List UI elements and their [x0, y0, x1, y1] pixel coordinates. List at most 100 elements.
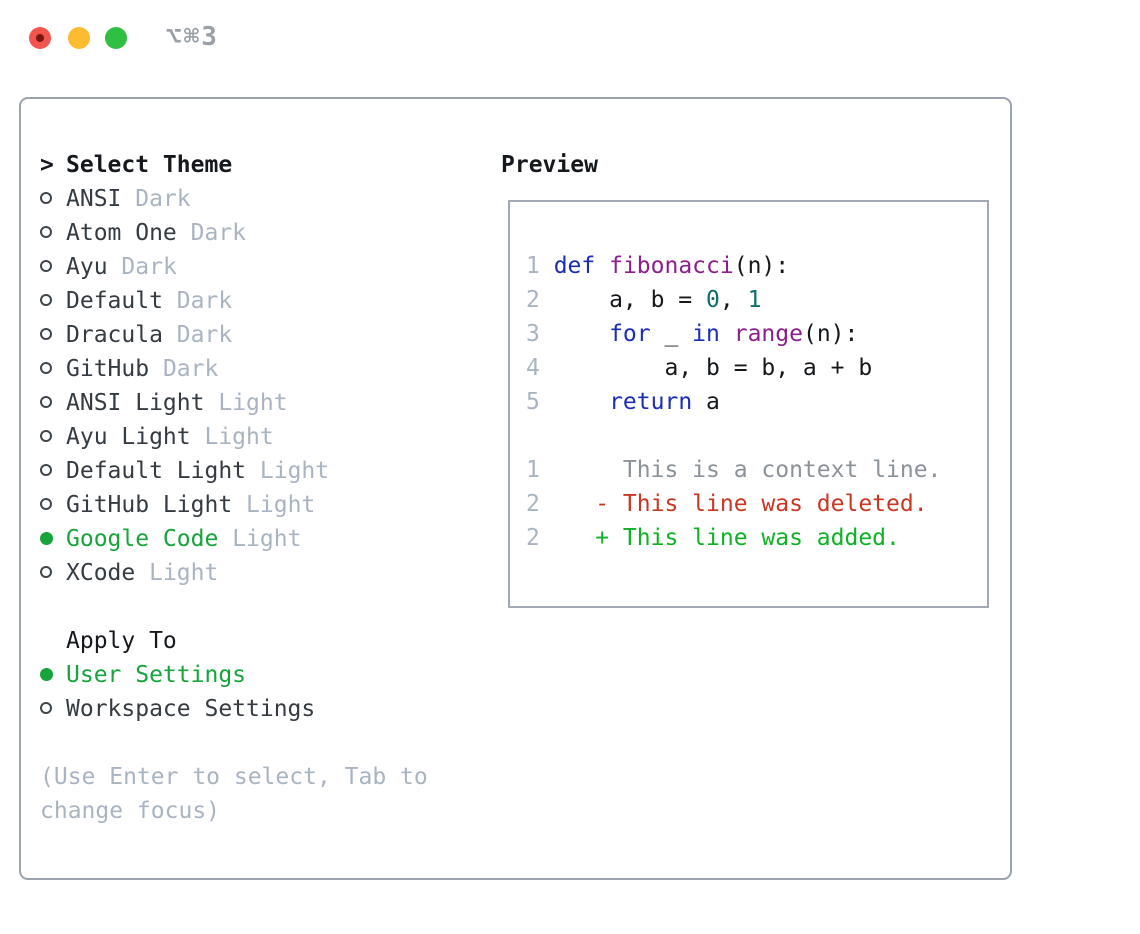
- select-theme-title: Select Theme: [66, 152, 233, 178]
- apply-option-user-settings[interactable]: User Settings: [40, 658, 460, 692]
- zoom-button[interactable]: [105, 27, 127, 49]
- theme-option-default-light-light[interactable]: Default Light Light: [40, 454, 460, 488]
- diff-text: This is a context line.: [553, 457, 942, 483]
- spacer: [149, 352, 163, 386]
- theme-name-label: Atom One: [66, 220, 177, 246]
- spacer: [108, 250, 122, 284]
- preview-code-line: 5 return a: [510, 385, 987, 419]
- radio-icon: [40, 498, 52, 510]
- theme-option-default-dark[interactable]: Default Dark: [40, 284, 460, 318]
- theme-option-ayu-dark[interactable]: Ayu Dark: [40, 250, 460, 284]
- code-token: in: [692, 321, 720, 347]
- theme-option-dracula-dark[interactable]: Dracula Dark: [40, 318, 460, 352]
- theme-name-label: Default Light: [66, 458, 247, 484]
- radio-icon: [40, 328, 52, 340]
- theme-name-label: GitHub Light: [66, 492, 233, 518]
- radio-icon: [40, 702, 52, 714]
- theme-option-xcode-light[interactable]: XCode Light: [40, 556, 460, 590]
- theme-variant-label: Dark: [176, 322, 233, 348]
- preview-code-line: 2 a, b = 0, 1: [510, 283, 987, 317]
- theme-option-ansi-dark[interactable]: ANSI Dark: [40, 182, 460, 216]
- code-token: [554, 321, 609, 347]
- radio-selected-icon: [40, 522, 66, 556]
- code-token: (n):: [802, 321, 859, 347]
- code-token: [554, 389, 609, 415]
- theme-variant-label: Dark: [135, 186, 191, 212]
- theme-option-atom-one-dark[interactable]: Atom One Dark: [40, 216, 460, 250]
- spacer: [121, 182, 135, 216]
- spacer: [163, 318, 177, 352]
- theme-variant-label: Light: [232, 526, 302, 552]
- theme-option-github-light-light[interactable]: GitHub Light Light: [40, 488, 460, 522]
- radio-icon: [40, 226, 52, 238]
- preview-diff-line-add: 2 + This line was added.: [510, 521, 987, 555]
- spacer: [232, 488, 246, 522]
- code-token: for: [609, 321, 651, 347]
- diff-text: + This line was added.: [553, 525, 900, 551]
- line-number: 2: [526, 525, 540, 551]
- radio-icon: [40, 430, 52, 442]
- theme-variant-label: Light: [204, 424, 274, 450]
- theme-name-label: Google Code: [66, 526, 219, 552]
- theme-variant-label: Light: [149, 560, 219, 586]
- preview-diff-line-del: 2 - This line was deleted.: [510, 487, 987, 521]
- spacer: [204, 386, 218, 420]
- close-modified-dot-icon: [36, 34, 44, 42]
- minimize-button[interactable]: [68, 27, 90, 49]
- code-token: fibonacci: [609, 253, 734, 279]
- line-number: 4: [526, 355, 540, 381]
- close-button[interactable]: [29, 27, 51, 49]
- code-token: 0: [706, 287, 720, 313]
- theme-name-label: Dracula: [66, 322, 163, 348]
- code-token: a: [692, 389, 720, 415]
- code-token: (n):: [733, 253, 790, 279]
- line-number: 2: [526, 287, 540, 313]
- code-token: a, b = b, a + b: [553, 355, 873, 381]
- spacer: [135, 556, 149, 590]
- code-token: _: [650, 321, 693, 347]
- radio-selected-icon: [40, 667, 53, 681]
- radio-icon: [40, 420, 66, 454]
- radio-icon: [40, 284, 66, 318]
- code-token: return: [609, 389, 693, 415]
- preview-blank-line: [510, 419, 987, 453]
- spacer: [191, 420, 205, 454]
- titlebar: ⌥⌘3: [0, 0, 1140, 76]
- theme-variant-label: Dark: [176, 288, 233, 314]
- theme-name-label: Ayu: [66, 254, 108, 280]
- spacer: [40, 590, 460, 624]
- theme-name-label: ANSI Light: [66, 390, 205, 416]
- radio-icon: [40, 260, 52, 272]
- diff-text: - This line was deleted.: [553, 491, 928, 517]
- radio-selected-icon: [40, 531, 53, 545]
- radio-icon: [40, 692, 66, 726]
- code-token: [595, 253, 609, 279]
- line-number: 1: [526, 253, 540, 279]
- theme-option-ansi-light-light[interactable]: ANSI Light Light: [40, 386, 460, 420]
- theme-name-label: ANSI: [66, 186, 122, 212]
- theme-option-ayu-light-light[interactable]: Ayu Light Light: [40, 420, 460, 454]
- preview-code-line: 4 a, b = b, a + b: [510, 351, 987, 385]
- spacer: [177, 216, 191, 250]
- spacer: [40, 726, 460, 760]
- radio-icon: [40, 294, 52, 306]
- apply-option-workspace-settings[interactable]: Workspace Settings: [40, 692, 460, 726]
- code-token: range: [733, 321, 803, 347]
- theme-option-google-code-light[interactable]: Google Code Light: [40, 522, 460, 556]
- line-number: 2: [526, 491, 540, 517]
- radio-icon: [40, 250, 66, 284]
- radio-icon: [40, 454, 66, 488]
- radio-icon: [40, 566, 52, 578]
- theme-name-label: Default: [66, 288, 163, 314]
- radio-icon: [40, 556, 66, 590]
- theme-option-github-dark[interactable]: GitHub Dark: [40, 352, 460, 386]
- code-token: 1: [747, 287, 762, 313]
- radio-icon: [40, 318, 66, 352]
- theme-name-label: Ayu Light: [66, 424, 191, 450]
- radio-icon: [40, 396, 52, 408]
